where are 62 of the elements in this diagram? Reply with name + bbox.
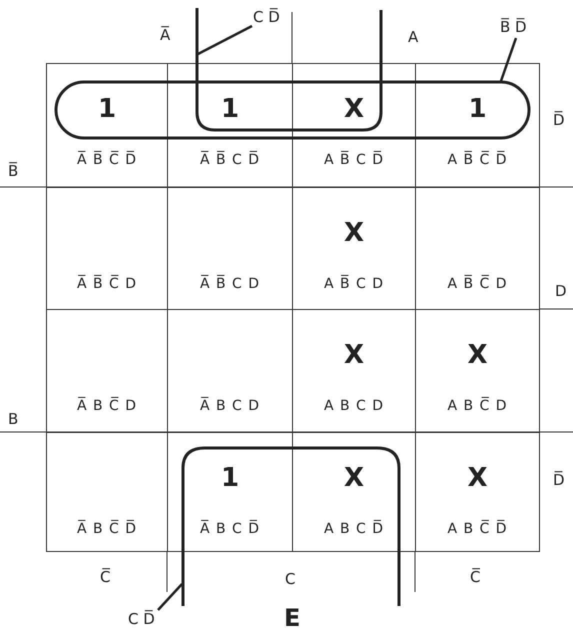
minterm-label: A̅ B C D̅ (198, 521, 262, 537)
row-label: D̅ (553, 473, 565, 488)
cell-value: X (342, 218, 366, 248)
map-cell (415, 309, 540, 432)
map-cell (167, 63, 292, 187)
row-label: B (8, 412, 18, 427)
figure-letter: E (284, 606, 300, 630)
row-label: B̅ (8, 164, 18, 179)
map-cell (415, 432, 540, 552)
map-cell (292, 432, 415, 552)
minterm-label: A B̅ C D (322, 276, 386, 292)
cell-value: 1 (220, 94, 240, 124)
minterm-label: A B̅ C̅ D̅ (446, 152, 509, 168)
leader-line (197, 24, 253, 56)
cell-value: 1 (467, 94, 488, 124)
map-cell (292, 187, 415, 309)
group-term-label: C D̅ (253, 10, 280, 25)
grouping-loop (181, 446, 403, 608)
minterm-label: A̅ B̅ C̅ D (76, 276, 138, 292)
column-label: C̅ (470, 570, 480, 585)
cell-value: X (342, 463, 366, 493)
leader-line (500, 38, 518, 82)
cell-value: 1 (220, 463, 240, 493)
minterm-label: A̅ B̅ C D̅ (198, 152, 262, 168)
cell-value: X (466, 463, 489, 493)
map-cell (167, 309, 292, 432)
minterm-label: A̅ B̅ C D (198, 276, 262, 292)
cell-value: X (466, 340, 489, 370)
map-cell (167, 432, 292, 552)
map-cell (292, 309, 415, 432)
minterm-label: A B C D̅ (322, 521, 386, 537)
minterm-label: A̅ B C̅ D̅ (76, 521, 138, 537)
minterm-label: A B C̅ D (446, 398, 509, 414)
column-label: A̅ (160, 28, 170, 43)
cell-value: X (342, 94, 366, 124)
map-cell (415, 187, 540, 309)
minterm-label: A̅ B̅ C̅ D̅ (76, 152, 138, 168)
map-cell (46, 309, 167, 432)
column-label: C̅ (100, 570, 110, 585)
column-label: A (408, 30, 418, 45)
minterm-label: A B̅ C̅ D (446, 276, 509, 292)
cell-value: 1 (96, 94, 118, 124)
minterm-label: A B̅ C D̅ (322, 152, 386, 168)
cell-value: X (342, 340, 366, 370)
column-label: C (285, 572, 296, 587)
map-cell (46, 63, 167, 187)
row-label: D̅ (553, 113, 565, 128)
minterm-label: A̅ B C D (198, 398, 262, 414)
minterm-label: A B C D (322, 398, 386, 414)
grouping-loop (195, 8, 385, 132)
minterm-label: A B C̅ D̅ (446, 521, 509, 537)
map-cell (46, 187, 167, 309)
row-label: D (555, 284, 567, 299)
map-cell (167, 187, 292, 309)
minterm-label: A̅ B C̅ D (76, 398, 138, 414)
group-term-label: B̅ D̅ (500, 20, 527, 35)
grouping-loop (56, 80, 529, 140)
map-cell (46, 432, 167, 552)
map-cell (415, 63, 540, 187)
leader-line (157, 583, 183, 611)
map-cell (292, 63, 415, 187)
group-term-label: C D̅ (128, 612, 155, 627)
